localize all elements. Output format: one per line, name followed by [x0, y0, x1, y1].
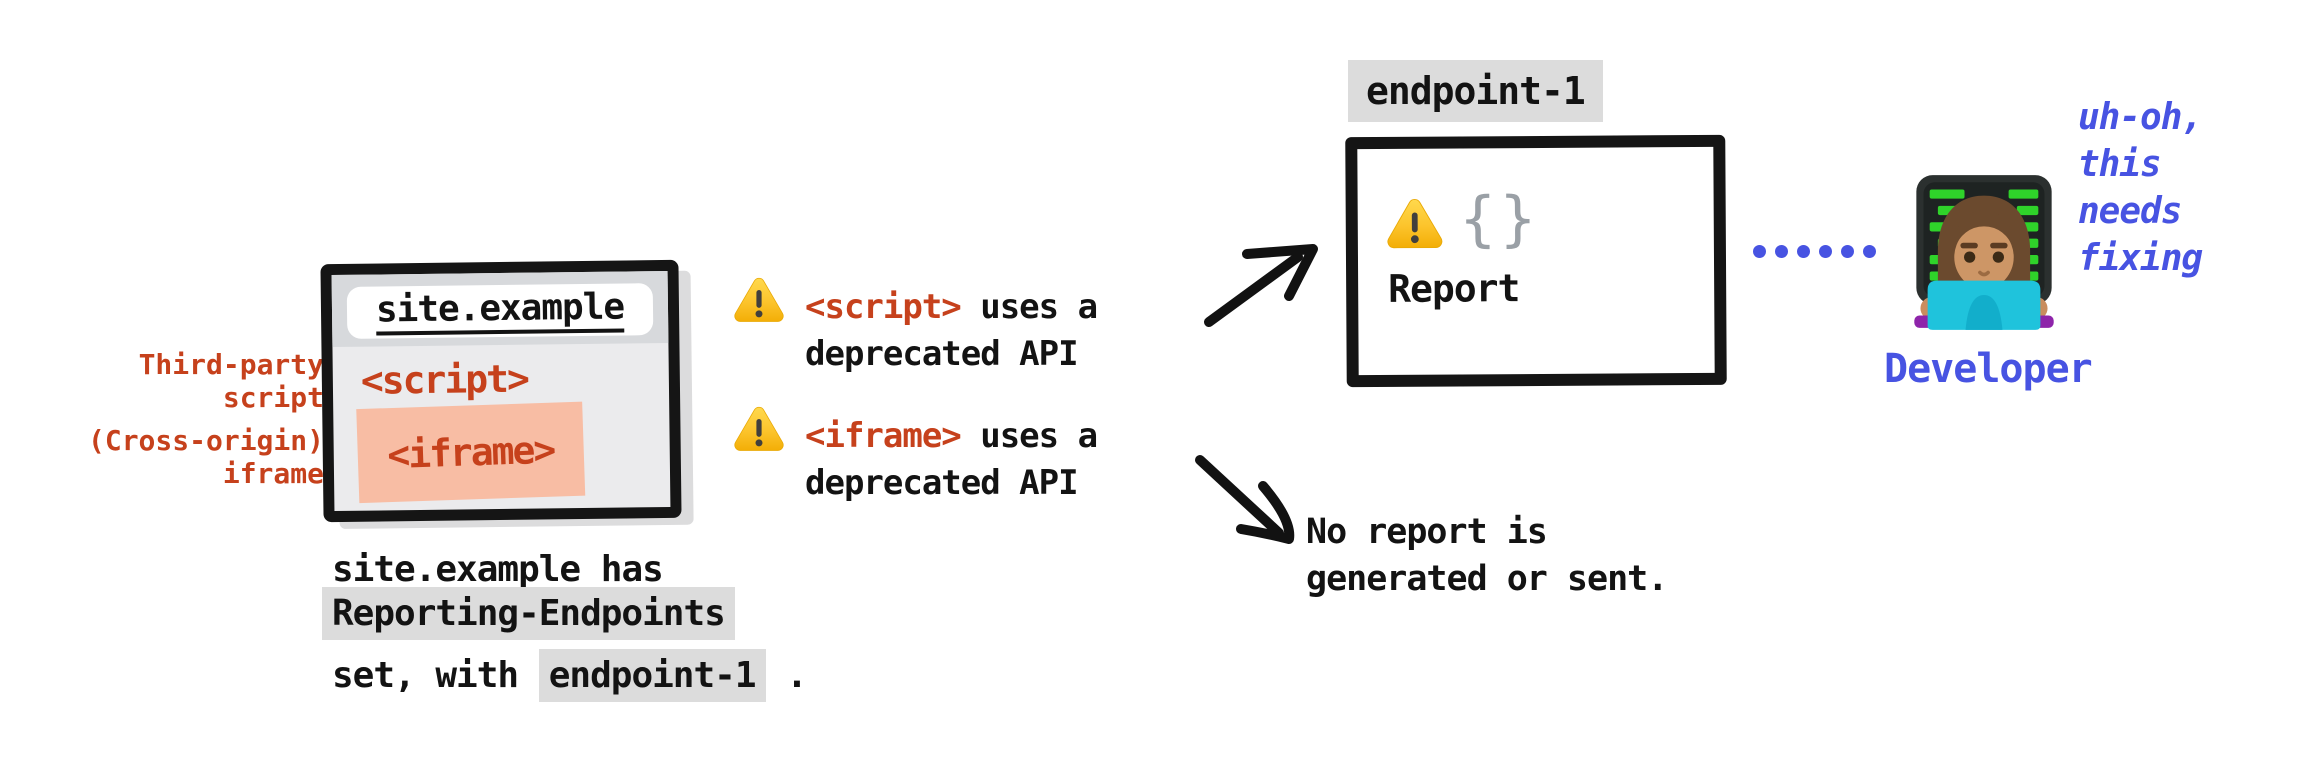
warning-icon	[734, 277, 784, 322]
caption-period: .	[765, 655, 808, 696]
endpoint-label: endpoint-1	[1348, 60, 1603, 122]
no-report-text: No report is generated or sent.	[1306, 509, 1668, 603]
iframe-highlight: <iframe>	[356, 401, 586, 504]
report-icon-row: {}	[1386, 184, 1540, 255]
arrow-to-endpoint	[1204, 244, 1318, 327]
caption-line-3: set, with endpoint-1 .	[332, 649, 808, 702]
cross-origin-label-line2: iframe	[222, 457, 324, 490]
dot	[1753, 245, 1766, 258]
endpoint-box: {} Report	[1345, 134, 1727, 388]
dot	[1841, 245, 1854, 258]
iframe-warning-rest: uses a	[960, 416, 1098, 456]
script-warning-text: <script> uses a deprecated API	[805, 284, 1098, 378]
iframe-tag: <iframe>	[386, 427, 555, 478]
script-tag: <script>	[360, 356, 529, 403]
arrow-to-no-report	[1195, 455, 1295, 544]
woman-technologist-emoji	[1914, 175, 2054, 330]
cross-origin-label-line1: (Cross-origin)	[87, 424, 324, 457]
developer-thought-text: uh-oh, this needs fixing	[2078, 94, 2203, 282]
iframe-warning-row: <iframe> uses a deprecated API	[733, 405, 1098, 507]
dotted-connector	[1753, 245, 1876, 258]
dot	[1819, 245, 1832, 258]
json-braces-icon: {}	[1459, 183, 1541, 255]
script-warning-tag: <script>	[805, 287, 962, 327]
iframe-warning-line2: deprecated API	[805, 463, 1079, 503]
script-warning-rest: uses a	[960, 287, 1098, 327]
caption-line-2: Reporting-Endpoints	[322, 587, 735, 640]
no-report-line1: No report is	[1306, 512, 1548, 552]
caption-line-1: site.example has	[332, 549, 664, 595]
thought-line4: fixing	[2078, 238, 2203, 279]
no-report-line2: generated or sent.	[1306, 559, 1668, 599]
cross-origin-iframe-label: (Cross-origin)iframe	[88, 424, 324, 490]
caption-has-text: has	[580, 549, 664, 590]
caption-reporting-endpoints-header: Reporting-Endpoints	[322, 587, 735, 640]
dot	[1797, 245, 1810, 258]
warning-icon	[1387, 198, 1443, 248]
script-warning-row: <script> uses a deprecated API	[733, 276, 1098, 378]
site-url: site.example	[375, 286, 625, 336]
thought-line3: needs	[2078, 191, 2182, 232]
dot	[1863, 245, 1876, 258]
iframe-warning-text: <iframe> uses a deprecated API	[805, 413, 1098, 507]
warning-icon	[734, 406, 784, 451]
developer-label: Developer	[1884, 346, 2093, 392]
dot	[1775, 245, 1788, 258]
iframe-warning-tag: <iframe>	[805, 416, 962, 456]
script-warning-line2: deprecated API	[805, 334, 1079, 374]
browser-window: site.example <script> <iframe>	[320, 259, 682, 523]
third-party-label-line1: Third-party	[138, 348, 324, 381]
third-party-label-line2: script	[222, 381, 324, 414]
thought-line2: this	[2078, 144, 2162, 185]
caption-endpoint-name: endpoint-1	[538, 649, 766, 702]
address-bar: site.example	[346, 283, 654, 339]
thought-line1: uh-oh,	[2078, 97, 2203, 138]
caption-set-with-text: set, with	[332, 655, 539, 696]
caption-site-url: site.example	[332, 549, 581, 595]
report-label: Report	[1388, 266, 1520, 311]
